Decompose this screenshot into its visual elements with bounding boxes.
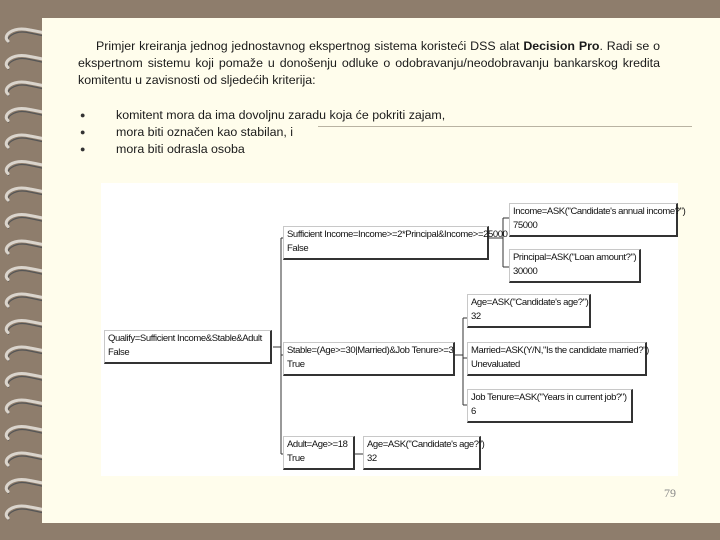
criteria-text: mora biti označen kao stabilan, i (116, 125, 294, 139)
node-qualify: Qualify=Sufficient Income&Stable&Adult F… (104, 330, 272, 364)
node-value: 75000 (513, 220, 538, 231)
node-formula: Qualify=Sufficient Income&Stable&Adult (108, 333, 262, 344)
node-adult: Adult=Age>=18 True (283, 436, 355, 470)
intro-paragraph: Primjer kreiranja jednog jednostavnog ek… (78, 38, 660, 89)
node-formula: Age=ASK("Candidate's age?") (367, 439, 485, 450)
divider-line (318, 126, 692, 127)
node-value: False (287, 243, 309, 254)
node-formula: Adult=Age>=18 (287, 439, 348, 450)
node-age-adult: Age=ASK("Candidate's age?") 32 (363, 436, 485, 470)
criteria-text: komitent mora da ima dovoljnu zaradu koj… (116, 108, 446, 122)
node-formula: Stable=(Age>=30|Married)&Job Tenure>=3 (287, 345, 454, 356)
node-age: Age=ASK("Candidate's age?") 32 (467, 294, 591, 328)
criteria-text: mora biti odrasla osoba (116, 142, 245, 156)
node-value: 32 (367, 453, 377, 464)
bullet-icon: ● (80, 127, 86, 137)
list-item: ● mora biti odrasla osoba (80, 141, 680, 158)
intro-text-part2: . Radi se o ekspertnom sistemu koji poma… (78, 39, 660, 87)
node-value: False (108, 347, 130, 358)
node-formula: Income=ASK("Candidate's annual income?") (513, 206, 686, 217)
node-formula: Principal=ASK("Loan amount?") (513, 252, 637, 263)
node-value: 30000 (513, 266, 538, 277)
node-value: True (287, 359, 305, 370)
list-item: ● komitent mora da ima dovoljnu zaradu k… (80, 107, 680, 124)
node-formula: Job Tenure=ASK("Years in current job?") (471, 392, 627, 403)
node-value: Unevaluated (471, 359, 520, 370)
bullet-icon: ● (80, 110, 86, 120)
node-formula: Sufficient Income=Income>=2*Principal&In… (287, 229, 508, 240)
page-number: 79 (664, 486, 676, 500)
criteria-list: ● komitent mora da ima dovoljnu zaradu k… (80, 107, 680, 158)
list-item: ● mora biti označen kao stabilan, i (80, 124, 680, 141)
node-formula: Age=ASK("Candidate's age?") (471, 297, 589, 308)
bullet-icon: ● (80, 144, 86, 154)
node-stable: Stable=(Age>=30|Married)&Job Tenure>=3 T… (283, 342, 455, 376)
node-formula: Married=ASK(Y/N,"Is the candidate marrie… (471, 345, 649, 356)
intro-text-part1: Primjer kreiranja jednog jednostavnog ek… (96, 39, 524, 53)
node-value: True (287, 453, 305, 464)
decision-tree-diagram: Qualify=Sufficient Income&Stable&Adult F… (101, 183, 686, 476)
node-value: 6 (471, 406, 476, 417)
node-sufficient-income: Sufficient Income=Income>=2*Principal&In… (283, 226, 508, 260)
node-principal: Principal=ASK("Loan amount?") 30000 (509, 249, 641, 283)
node-married: Married=ASK(Y/N,"Is the candidate marrie… (467, 342, 649, 376)
node-job-tenure: Job Tenure=ASK("Years in current job?") … (467, 389, 633, 423)
node-income: Income=ASK("Candidate's annual income?")… (509, 203, 686, 237)
intro-tool-name: Decision Pro (523, 39, 600, 53)
node-value: 32 (471, 311, 481, 322)
